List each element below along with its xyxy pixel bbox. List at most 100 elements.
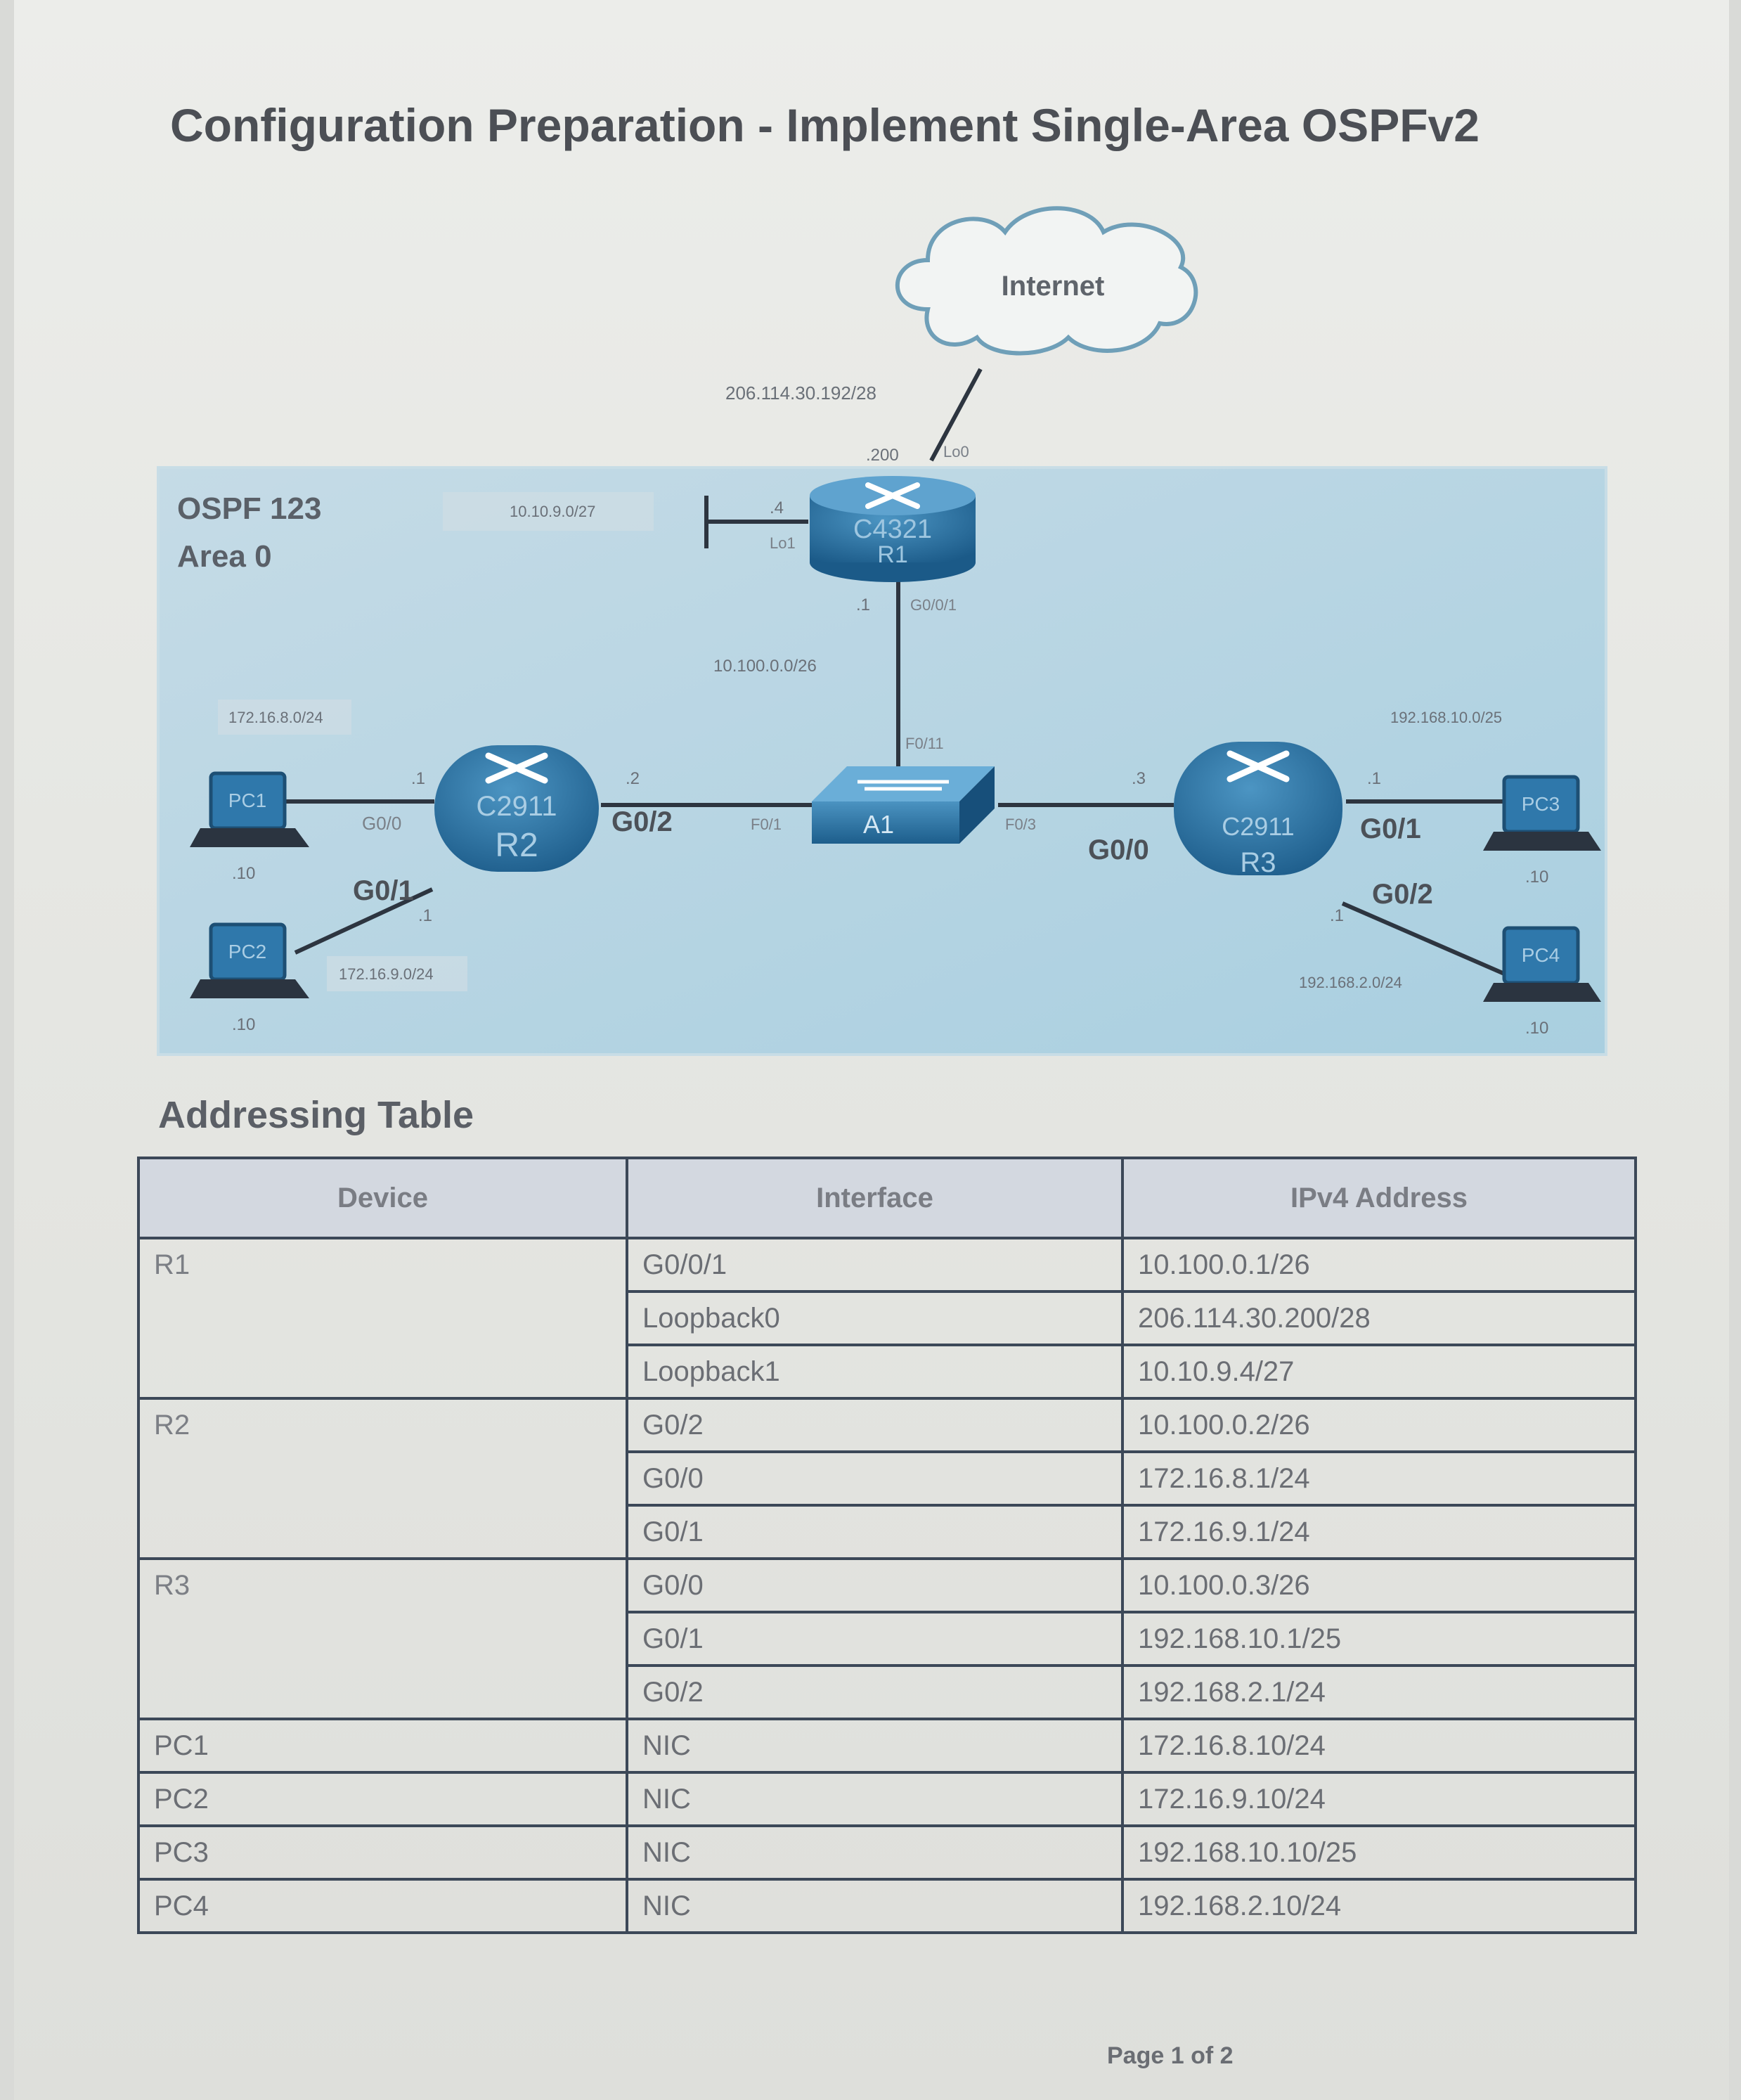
- interface-cell: G0/1: [626, 1611, 1124, 1667]
- pc1-name: PC1: [228, 790, 266, 811]
- r3-g01-label: G0/1: [1360, 813, 1421, 844]
- r3-g02-label: G0/2: [1372, 879, 1433, 910]
- r2-g00-host: .1: [411, 769, 425, 788]
- r3-name: R3: [1240, 847, 1276, 878]
- table-row: PC3 NIC 192.168.10.10/25: [137, 1824, 1637, 1881]
- r2-g02-host: .2: [626, 769, 640, 788]
- table-row: PC1 NIC 172.16.8.10/24: [137, 1718, 1637, 1774]
- device-cell: PC4: [137, 1878, 628, 1934]
- r2-g02-label: G0/2: [611, 806, 673, 837]
- device-cell: R3: [137, 1557, 628, 1720]
- table-row: Loopback1 10.10.9.4/27: [138, 1344, 1637, 1400]
- area-label-ospf: OSPF 123: [177, 491, 321, 526]
- router-arrows-icon: [1227, 750, 1290, 782]
- interface-cell: NIC: [626, 1771, 1124, 1827]
- address-cell: 192.168.2.10/24: [1121, 1878, 1637, 1934]
- interface-cell: G0/2: [626, 1664, 1124, 1720]
- r1-g001-host: .1: [856, 595, 870, 614]
- pc1-host: .10: [232, 864, 255, 883]
- interface-cell: Loopback1: [626, 1344, 1124, 1400]
- interface-cell: G0/0: [626, 1450, 1124, 1507]
- address-cell: 172.16.9.10/24: [1121, 1771, 1637, 1827]
- header-interface: Interface: [626, 1157, 1124, 1239]
- pc4-name: PC4: [1522, 944, 1560, 966]
- address-cell: 206.114.30.200/28: [1121, 1290, 1637, 1346]
- table-row: R2 G0/2 10.100.0.2/26: [137, 1397, 1637, 1560]
- table-row: G0/1 192.168.10.1/25: [138, 1611, 1637, 1667]
- topology-diagram: OSPF 123 Area 0 Internet 206.114.30.192/…: [157, 206, 1607, 1056]
- r1-name: R1: [877, 541, 907, 568]
- address-cell: 192.168.10.1/25: [1121, 1611, 1637, 1667]
- link-r3-pc4: [1341, 901, 1506, 976]
- switch-arrows-icon: [857, 780, 949, 791]
- r2-g00-label: G0/0: [362, 813, 401, 834]
- address-cell: 10.10.9.4/27: [1121, 1344, 1637, 1400]
- table-row: G0/1 172.16.9.1/24: [138, 1504, 1637, 1560]
- r3-g02-host: .1: [1330, 906, 1344, 925]
- r1-lo1-label: Lo1: [770, 534, 796, 552]
- address-cell: 10.100.0.2/26: [1121, 1397, 1637, 1453]
- internet-cloud: Internet: [895, 206, 1198, 356]
- r2-g01-host: .1: [418, 906, 432, 925]
- pc2-name: PC2: [228, 941, 266, 962]
- device-cell: PC3: [137, 1824, 628, 1881]
- header-device: Device: [137, 1157, 628, 1239]
- a1-f03-label: F0/3: [1005, 816, 1036, 833]
- header-ipv4: IPv4 Address: [1121, 1157, 1637, 1239]
- interface-cell: NIC: [626, 1718, 1124, 1774]
- interface-cell: G0/0/1: [626, 1237, 1124, 1293]
- page-number: Page 1 of 2: [1107, 2042, 1234, 2069]
- r1-g001-label: G0/0/1: [910, 596, 957, 614]
- interface-cell: Loopback0: [626, 1290, 1124, 1346]
- r2-model: C2911: [477, 791, 557, 822]
- router-arrows-icon: [485, 752, 548, 784]
- table-header-row: Device Interface IPv4 Address: [137, 1157, 1637, 1239]
- interface-cell: G0/2: [626, 1397, 1124, 1453]
- device-cell: PC1: [137, 1718, 628, 1774]
- address-cell: 172.16.8.1/24: [1121, 1450, 1637, 1507]
- link-pc2-r2: [294, 887, 434, 955]
- r2-g01-label: G0/1: [353, 875, 414, 906]
- r2-name: R2: [495, 827, 538, 864]
- pc3-name: PC3: [1522, 793, 1560, 815]
- document-page: Configuration Preparation - Implement Si…: [14, 0, 1729, 2100]
- router-r1: C4321 R1: [810, 476, 976, 582]
- device-cell: R1: [137, 1237, 628, 1400]
- pc1: PC1 .10: [190, 771, 309, 883]
- table-row: G0/2 192.168.2.1/24: [138, 1664, 1637, 1720]
- network-label-r1-a1: 10.100.0.0/26: [713, 657, 817, 676]
- interface-cell: NIC: [626, 1878, 1124, 1934]
- r3-g00-host: .3: [1132, 769, 1146, 788]
- a1-name: A1: [863, 810, 894, 839]
- switch-a1: A1: [812, 766, 995, 844]
- pc3-host: .10: [1525, 868, 1548, 887]
- r1-lo0-label: Lo0: [943, 443, 969, 460]
- router-r2: C2911 R2: [434, 745, 599, 872]
- table-row: G0/0 172.16.8.1/24: [138, 1450, 1637, 1507]
- page-title: Configuration Preparation - Implement Si…: [170, 99, 1480, 151]
- table-row: Loopback0 206.114.30.200/28: [138, 1290, 1637, 1346]
- device-cell: R2: [137, 1397, 628, 1560]
- r1-lo0-host: .200: [866, 446, 899, 465]
- network-label-pc2: 172.16.9.0/24: [339, 965, 434, 983]
- r1-model: C4321: [853, 515, 932, 544]
- r3-g00-label: G0/0: [1088, 835, 1149, 865]
- router-arrows-icon: [865, 482, 920, 509]
- table-row: PC2 NIC 172.16.9.10/24: [137, 1771, 1637, 1827]
- network-label-lo1: 10.10.9.0/27: [510, 503, 595, 520]
- address-cell: 10.100.0.1/26: [1121, 1237, 1637, 1293]
- network-label-pc3: 192.168.10.0/25: [1390, 709, 1502, 726]
- area-label-area: Area 0: [177, 539, 272, 574]
- pc3: PC3 .10: [1483, 775, 1601, 887]
- pc4: PC4 .10: [1483, 926, 1601, 1038]
- interface-cell: G0/1: [626, 1504, 1124, 1560]
- addressing-table: Device Interface IPv4 Address R1 G0/0/1 …: [137, 1157, 1637, 1934]
- network-label-internet: 206.114.30.192/28: [725, 382, 876, 404]
- pc2-host: .10: [232, 1015, 255, 1034]
- a1-f01-label: F0/1: [751, 816, 782, 833]
- internet-label: Internet: [1002, 271, 1105, 302]
- network-label-pc4: 192.168.2.0/24: [1299, 974, 1402, 991]
- pc2: PC2 .10: [190, 922, 309, 1034]
- address-cell: 192.168.2.1/24: [1121, 1664, 1637, 1720]
- device-cell: PC2: [137, 1771, 628, 1827]
